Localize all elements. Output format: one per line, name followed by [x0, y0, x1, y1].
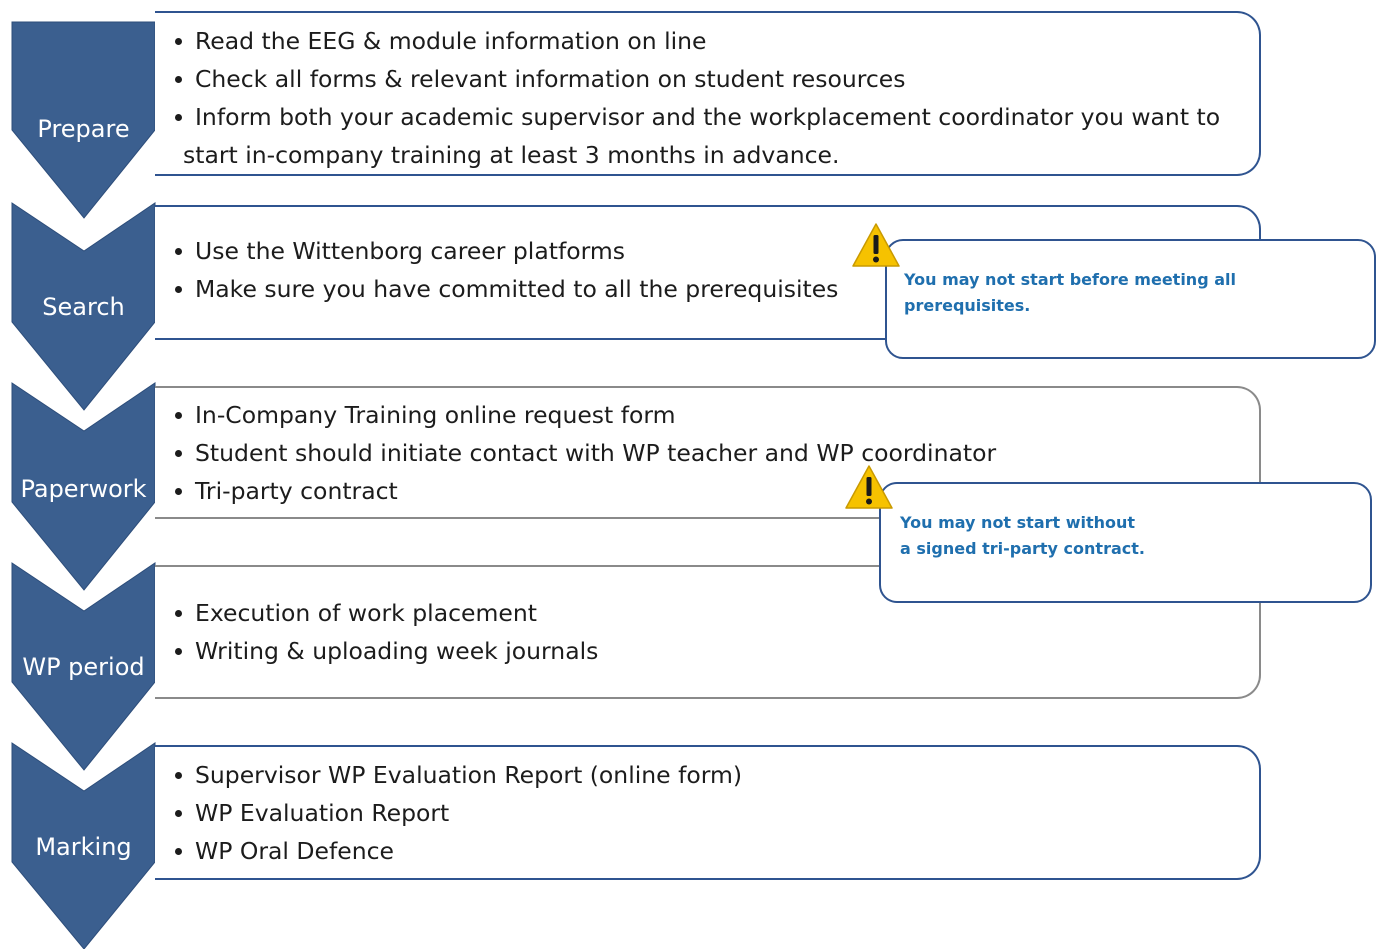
warning-icon — [845, 465, 893, 509]
list-item: Check all forms & relevant information o… — [173, 60, 1253, 98]
stage-box-prepare — [155, 11, 1261, 176]
callout-contract — [879, 482, 1372, 603]
callout-contract-text: You may not start without a signed tri-p… — [900, 513, 1145, 558]
chevron-prepare — [11, 21, 156, 219]
stage-label-prepare: Prepare — [37, 115, 130, 143]
list-item: Writing & uploading week journals — [173, 632, 1253, 670]
list-item: Student should initiate contact with WP … — [173, 434, 1253, 472]
search-list: Use the Wittenborg career platforms Make… — [173, 232, 1253, 308]
stage-label-search: Search — [42, 293, 125, 321]
list-item: Make sure you have committed to all the … — [173, 270, 1253, 308]
stage-label-paperwork: Paperwork — [20, 475, 147, 503]
paperwork-list: In-Company Training online request form … — [173, 396, 1253, 510]
stage-label-wp-period: WP period — [22, 653, 145, 681]
stage-label-marking: Marking — [35, 833, 132, 861]
list-item: In-Company Training online request form — [173, 396, 1253, 434]
list-item: Use the Wittenborg career platforms — [173, 232, 1253, 270]
marking-list: Supervisor WP Evaluation Report (online … — [173, 756, 1253, 870]
wp-period-list: Execution of work placement Writing & up… — [173, 594, 1253, 670]
list-item: Inform both your academic supervisor and… — [173, 98, 1253, 136]
warning-icon — [852, 223, 900, 267]
list-item-continuation: start in-company training at least 3 mon… — [183, 141, 840, 169]
callout-prerequisites — [885, 239, 1376, 359]
stage-box-marking — [155, 745, 1261, 880]
list-item: Read the EEG & module information on lin… — [173, 22, 1253, 60]
callout-prerequisites-text: You may not start before meeting all pre… — [904, 270, 1236, 315]
list-item: WP Oral Defence — [173, 832, 1253, 870]
list-item: WP Evaluation Report — [173, 794, 1253, 832]
list-item: Tri-party contract — [173, 472, 1253, 510]
list-item: Execution of work placement — [173, 594, 1253, 632]
list-item: Supervisor WP Evaluation Report (online … — [173, 756, 1253, 794]
prepare-list: Read the EEG & module information on lin… — [173, 22, 1253, 174]
